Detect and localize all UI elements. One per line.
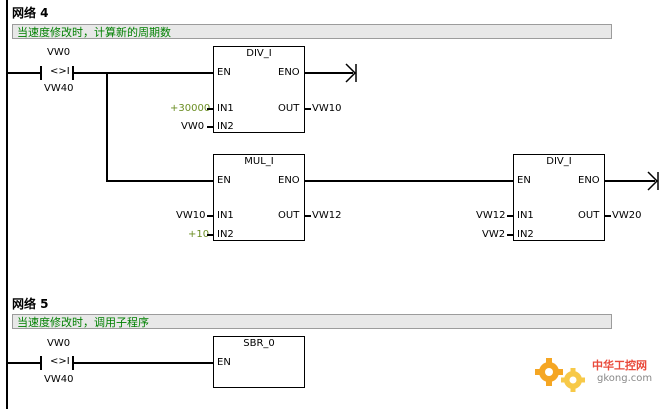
div-block-2-out: OUT [578,210,600,221]
contact-top-operand[interactable]: VW0 [47,47,71,58]
wire [207,234,213,236]
wire [207,108,213,110]
sbr-block-name: SBR_0 [243,338,275,349]
output-arrow-icon [647,171,659,191]
contact-left-bar[interactable] [40,66,42,80]
div-block-2-in2: IN2 [517,229,534,240]
wire [305,108,311,110]
div-block-1-in2-value[interactable]: VW0 [181,121,205,132]
wire [305,72,353,74]
div-block-2-out-value[interactable]: VW20 [612,210,642,221]
contact-right-bar[interactable] [72,356,74,370]
wire [605,180,655,182]
contact-left-bar[interactable] [40,356,42,370]
div-block-1-out: OUT [278,103,300,114]
mul-block-in2-value[interactable]: +10 [188,229,210,240]
wire [106,72,108,181]
mul-block-eno: ENO [278,175,300,186]
wire [74,72,213,74]
wire [207,126,213,128]
gear-logo-icon [535,358,585,392]
wire [106,180,213,182]
network-5-comment[interactable]: 当速度修改时，调用子程序 [12,314,612,329]
div-block-1-out-value[interactable]: VW10 [312,103,342,114]
div-block-2[interactable] [513,154,605,241]
wire [507,215,513,217]
watermark-url: gkong.com [597,373,653,384]
wire [8,72,40,74]
contact-bottom-operand[interactable]: VW40 [44,83,74,94]
div-block-2-in2-value[interactable]: VW2 [482,229,506,240]
mul-block-out-value[interactable]: VW12 [312,210,342,221]
div-block-2-in1-value[interactable]: VW12 [476,210,506,221]
sbr-block-en: EN [217,357,231,368]
wire [207,215,213,217]
contact-compare-symbol: <>I [50,66,70,77]
mul-block-in2: IN2 [217,229,234,240]
contact-top-operand[interactable]: VW0 [47,338,71,349]
sbr-block[interactable] [213,336,305,388]
div-block-2-name: DIV_I [546,156,572,167]
div-block-1-en: EN [217,67,231,78]
mul-block-in1-value[interactable]: VW10 [176,210,206,221]
div-block-1-eno: ENO [278,67,300,78]
contact-compare-symbol: <>I [50,356,70,367]
mul-block[interactable] [213,154,305,241]
mul-block-en: EN [217,175,231,186]
div-block-2-en: EN [517,175,531,186]
mul-block-in1: IN1 [217,210,234,221]
div-block-1-in2: IN2 [217,121,234,132]
watermark-cn: 中华工控网 [592,359,647,372]
wire [507,234,513,236]
div-block-2-in1: IN1 [517,210,534,221]
div-block-1-in1: IN1 [217,103,234,114]
wire [74,362,213,364]
contact-right-bar[interactable] [72,66,74,80]
mul-block-name: MUL_I [244,156,274,167]
wire [8,362,40,364]
contact-bottom-operand[interactable]: VW40 [44,374,74,385]
div-block-1-name: DIV_I [246,48,272,59]
network-4-comment[interactable]: 当速度修改时，计算新的周期数 [12,24,612,39]
div-block-2-eno: ENO [578,175,600,186]
div-block-1-in1-value[interactable]: +30000 [170,103,211,114]
network-5-title: 网络 5 [12,297,49,311]
output-arrow-icon [345,63,357,83]
wire [305,180,513,182]
div-block-1[interactable] [213,46,305,133]
wire [305,215,311,217]
wire [605,215,611,217]
network-4-title: 网络 4 [12,6,49,20]
mul-block-out: OUT [278,210,300,221]
power-rail [6,0,8,409]
